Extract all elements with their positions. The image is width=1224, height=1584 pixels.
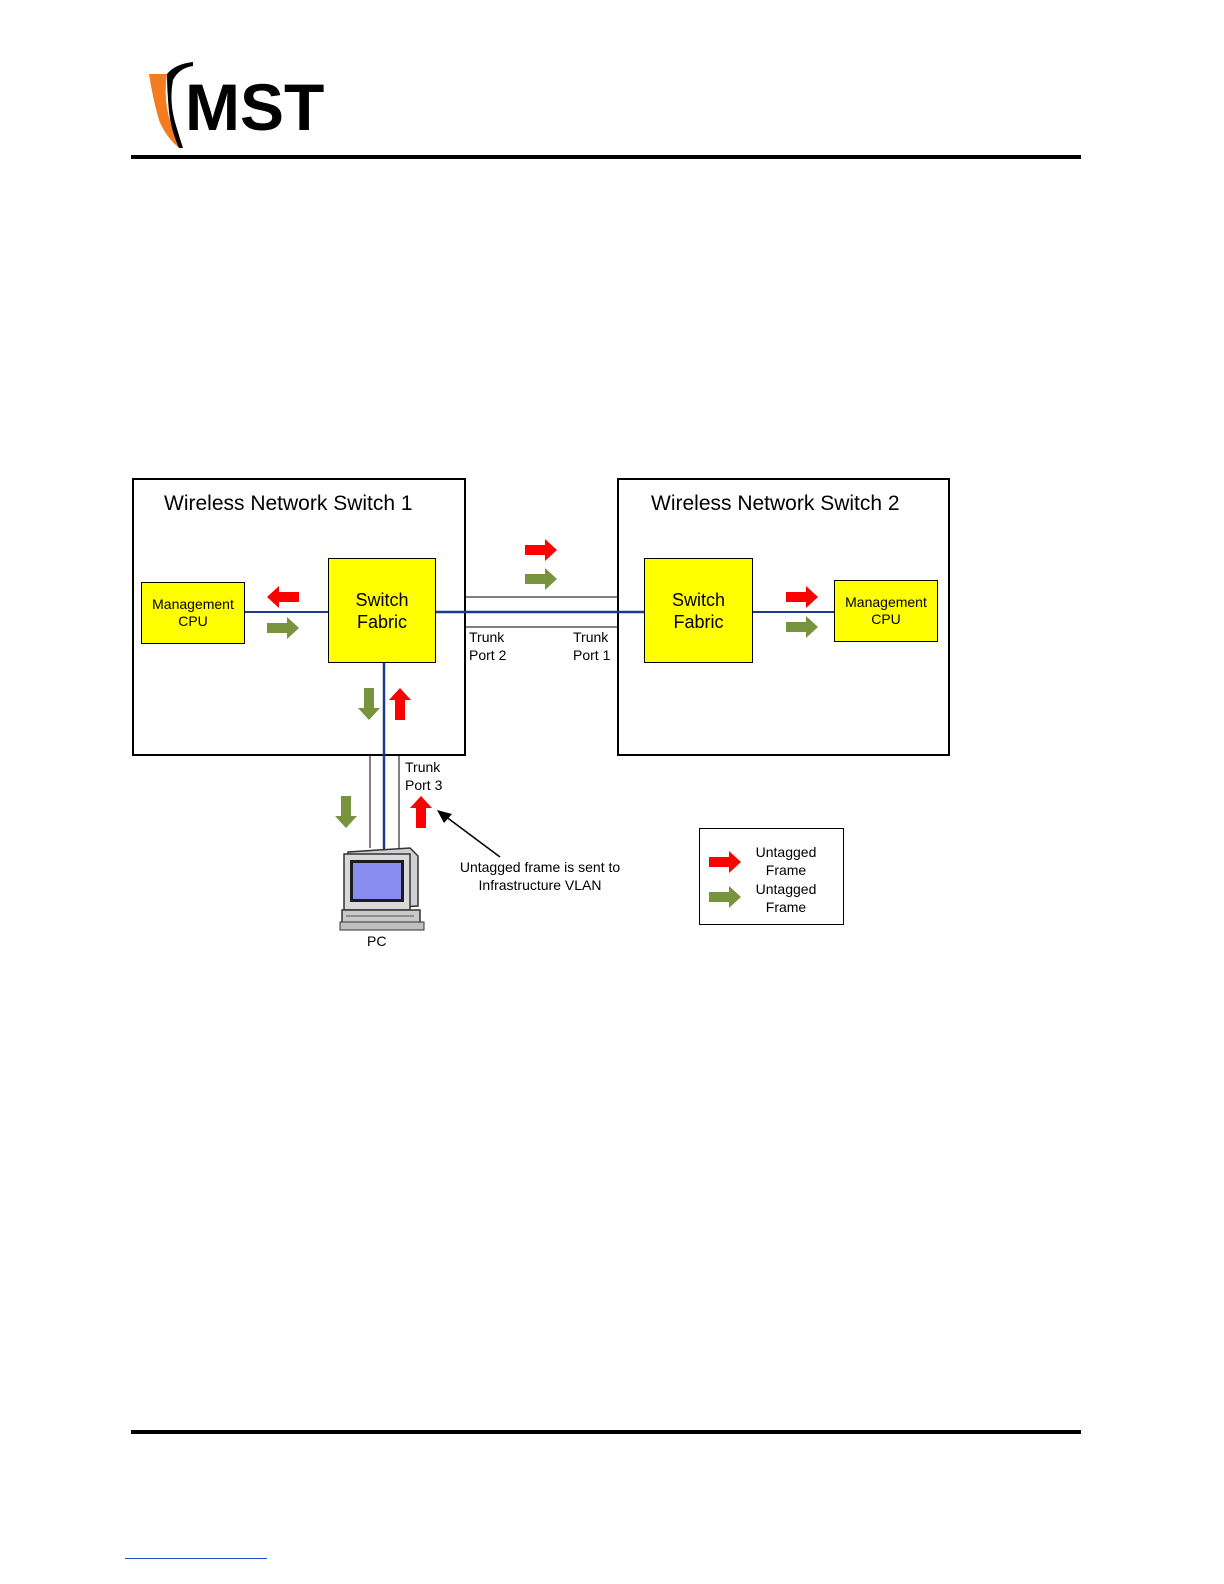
green-arrow-down-icon	[358, 688, 380, 720]
footer-link-underline[interactable]	[125, 1558, 267, 1559]
green-arrow-right-icon	[525, 568, 557, 590]
pc-computer-icon	[338, 846, 426, 932]
switch1-management-cpu: Management CPU	[141, 582, 245, 644]
red-arrow-right-icon	[786, 586, 818, 608]
pc-label: PC	[367, 932, 386, 950]
trunk-port-2-label: Trunk Port 2	[469, 628, 506, 664]
green-arrow-down-icon	[335, 796, 357, 828]
annotation-pointer	[445, 816, 500, 857]
switch1-switch-fabric: Switch Fabric	[328, 558, 436, 663]
red-arrow-left-icon	[267, 586, 299, 608]
red-arrow-up-icon	[410, 796, 432, 828]
legend-red-arrow-icon	[709, 851, 741, 873]
trunk-port-3-label: Trunk Port 3	[405, 758, 442, 794]
switch2-switch-fabric: Switch Fabric	[644, 558, 753, 663]
legend-green-label: Untagged Frame	[750, 880, 822, 916]
legend-red-label: Untagged Frame	[750, 843, 822, 879]
annotation-text: Untagged frame is sent to Infrastructure…	[448, 858, 632, 894]
red-arrow-right-icon	[525, 539, 557, 561]
green-arrow-right-icon	[267, 617, 299, 639]
footer-rule	[131, 1430, 1081, 1434]
annotation-pointer-head	[437, 810, 452, 823]
trunk-port-1-label: Trunk Port 1	[573, 628, 610, 664]
red-arrow-up-icon	[389, 688, 411, 720]
legend-green-arrow-icon	[709, 886, 741, 908]
switch2-management-cpu: Management CPU	[834, 580, 938, 642]
green-arrow-right-icon	[786, 616, 818, 638]
